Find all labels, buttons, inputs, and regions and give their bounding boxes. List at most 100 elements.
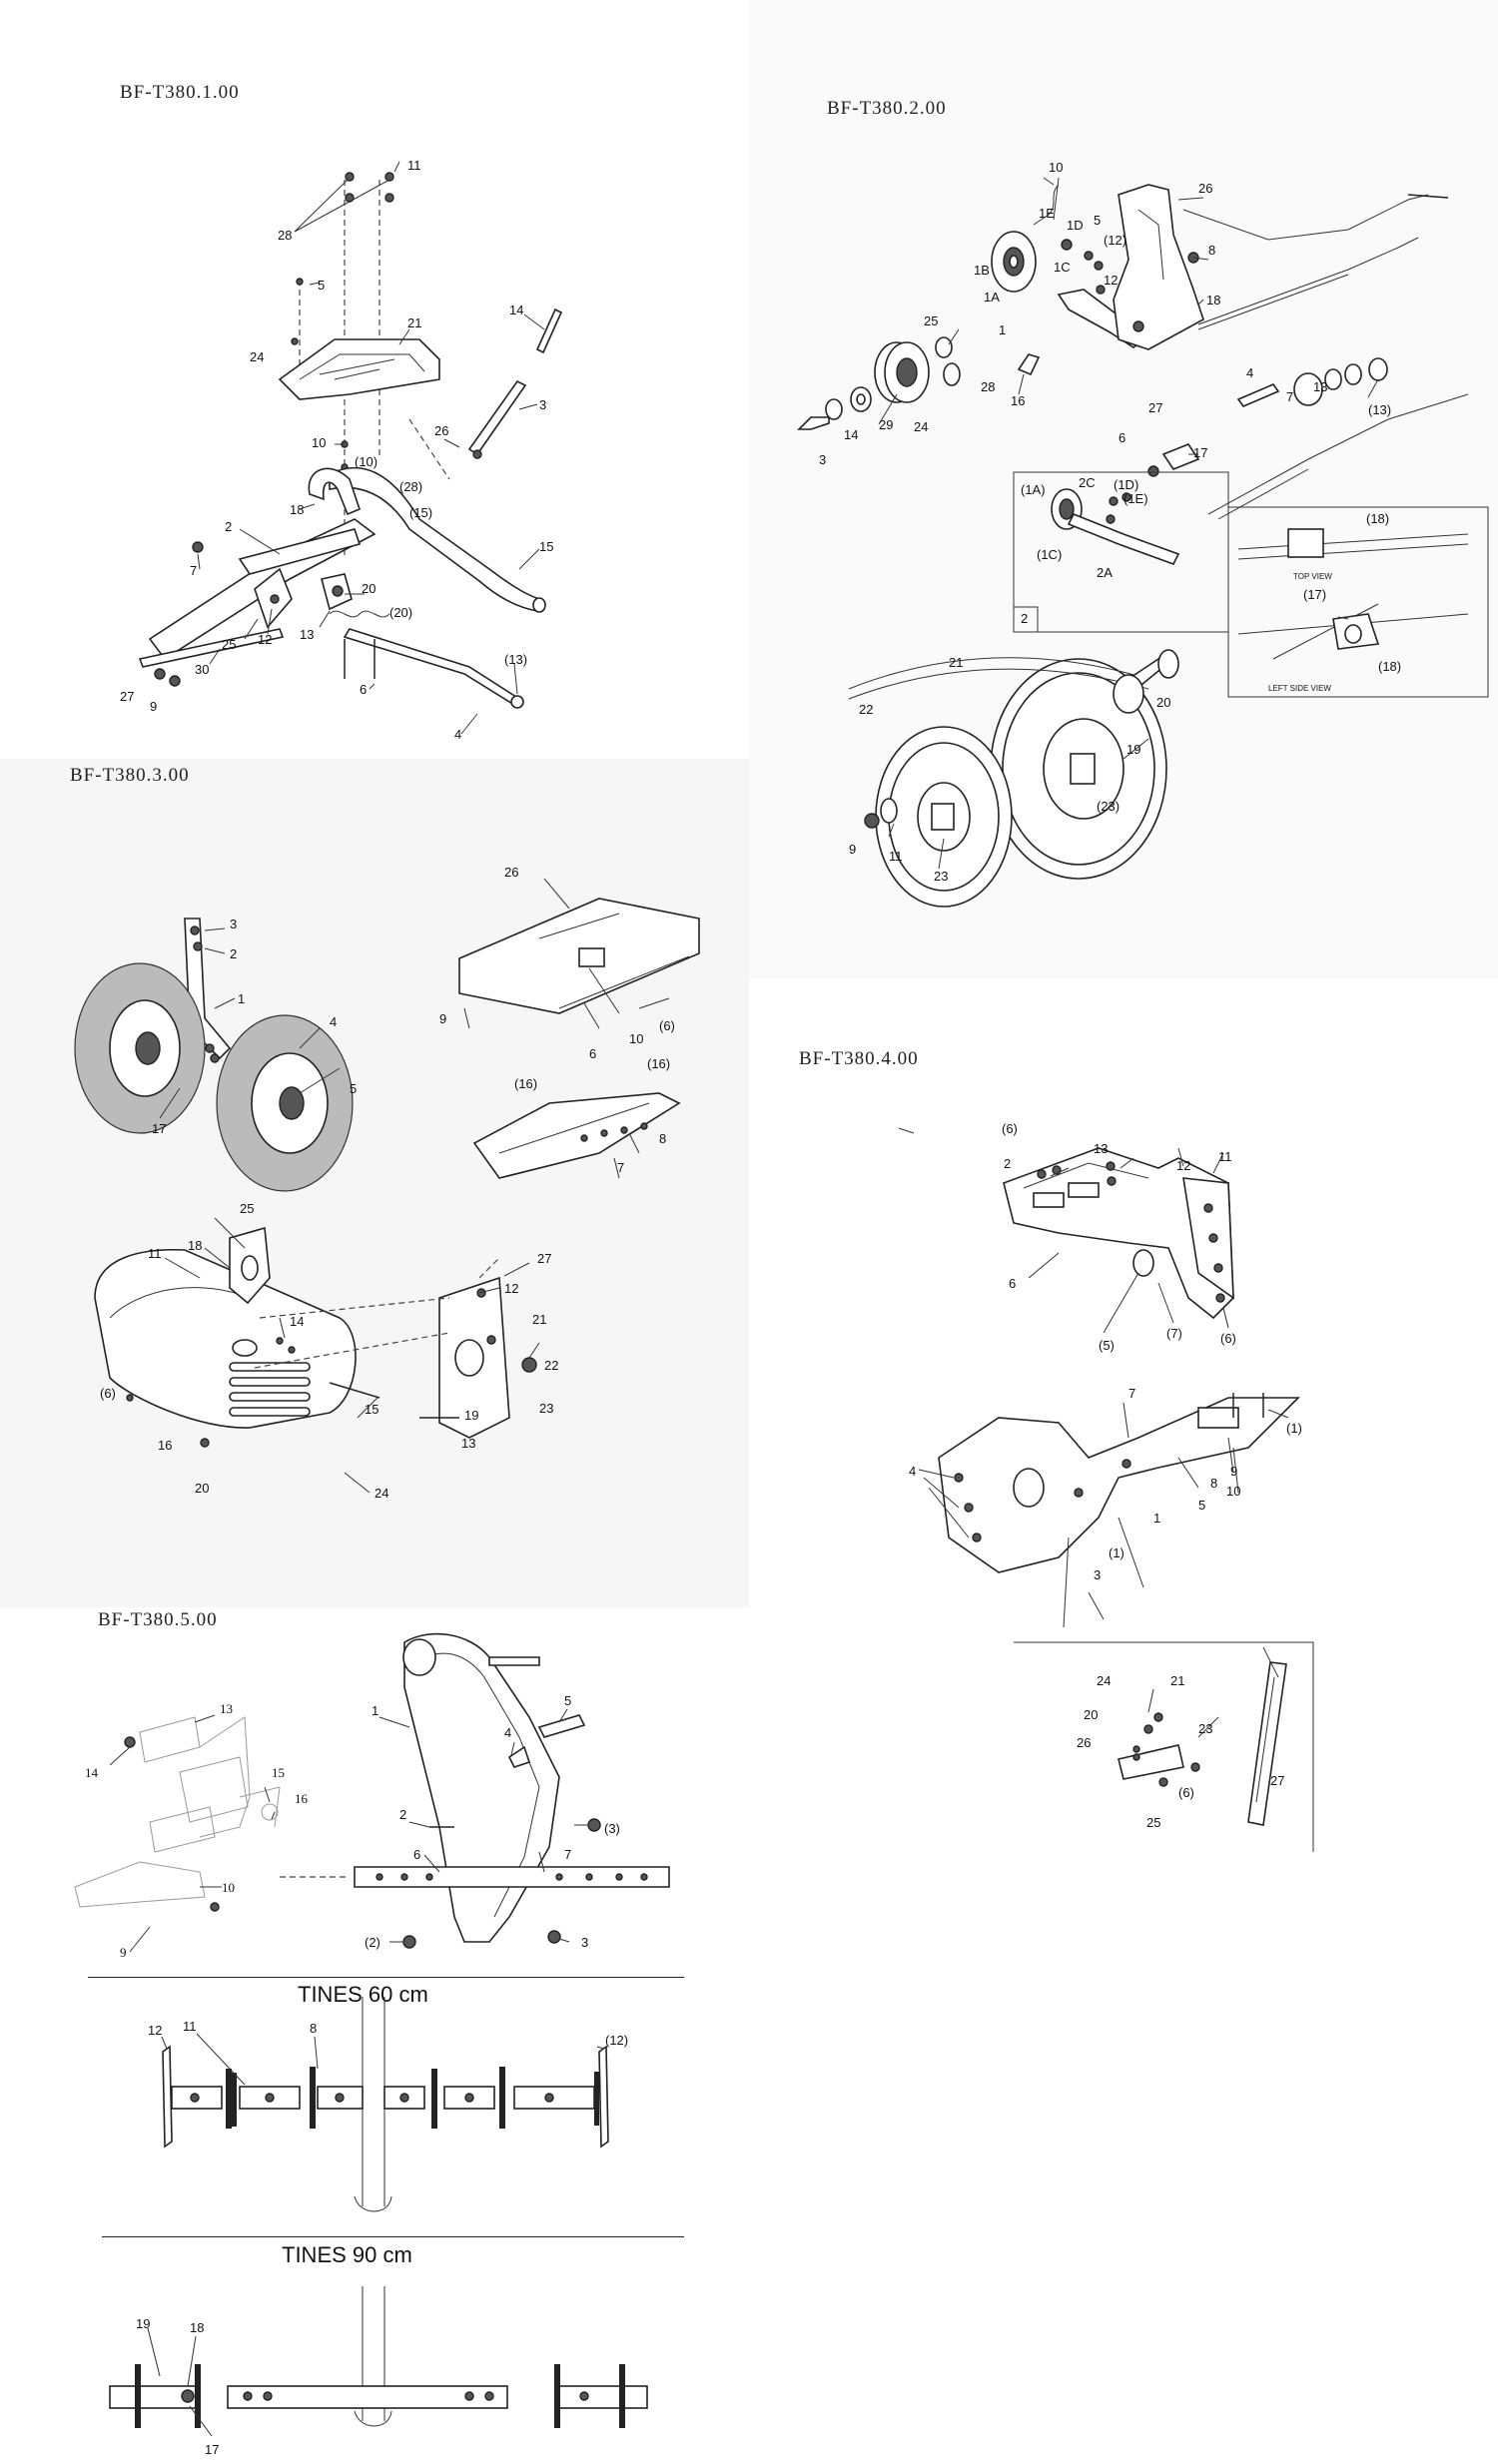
callout: (1) [1109,1545,1124,1560]
callout: (12) [1104,233,1126,248]
tines-title: TINES 90 cm [282,2242,412,2267]
callout: 3 [581,1935,588,1950]
callout: 2A [1097,565,1113,580]
panel-bf-t380-1: BF-T380.1.00 [0,0,739,759]
callout: 27 [120,689,134,704]
callout: (18) [1366,511,1389,526]
callout: 5 [1198,1498,1205,1513]
callout: 8 [659,1131,666,1146]
panel-title: BF-T380.1.00 [120,82,240,103]
callout: 18 [1206,293,1220,308]
callout: 23 [539,1401,553,1416]
callout: 9 [439,1011,446,1026]
callout: (5) [1099,1338,1115,1353]
callout: 12 [148,2023,162,2038]
callout: 14 [290,1314,304,1329]
callout: 28 [278,228,292,243]
callout: 27 [1148,400,1162,415]
callout: 24 [1097,1673,1111,1688]
callout: 10 [1226,1484,1240,1499]
callout: (17) [1303,587,1326,602]
callout: (6) [1178,1785,1194,1800]
callout: (1) [1286,1421,1302,1436]
tine-assembly-60cm: 12 11 8 (12) [88,1977,684,2212]
callout: 25 [240,1201,254,1216]
exploded-diagram-wheels-and-covers: 3 2 1 4 5 17 26 9 10 (6) 6 (16) (16) 8 7… [74,865,700,1501]
callout: 26 [504,865,518,880]
callout: 21 [949,655,963,670]
callout: 2C [1079,475,1096,490]
callout: (10) [355,454,377,469]
callout: 5 [564,1693,571,1708]
callout: 15 [272,1765,285,1780]
panel-bf-t380-4: BF-T380.4.00 [759,998,1498,1897]
callout: 23 [934,869,948,884]
panel-tines-60: TINES 60 cm 12 11 [0,1977,749,2236]
callout: (6) [1002,1121,1018,1136]
callout: 11 [148,1246,162,1261]
callout: (28) [399,479,422,494]
callout: 6 [360,682,367,697]
callout: 14 [85,1765,99,1780]
callout: 12 [258,632,272,647]
panel-bf-t380-3: BF-T380.3.00 [0,759,749,1607]
callout: 15 [539,539,553,554]
callout: 9 [849,842,856,857]
callout: 3 [819,452,826,467]
callout: 17 [205,2442,219,2457]
callout: (7) [1166,1326,1182,1341]
callout: 24 [374,1486,388,1501]
callout: (1A) [1021,482,1046,497]
callout: 1 [999,322,1006,337]
callout: 10 [312,435,326,450]
callout: 1B [974,263,990,278]
callout: 2 [399,1807,406,1822]
callout: 29 [879,417,893,432]
callout: 6 [589,1046,596,1061]
callout: (23) [1097,799,1120,814]
callout: 26 [1077,1735,1091,1750]
exploded-diagram-frame-brackets: (6) 13 2 12 11 6 (5) (7) (6) 7 (1) 4 9 8… [898,1121,1314,1852]
callout: 19 [136,2316,150,2331]
callout: (1E) [1124,491,1148,506]
exploded-diagram-tine-shaft-housing: 1 14 13 15 16 5 4 2 (3) 6 7 10 9 (2) 3 [74,1632,670,1960]
callout: 4 [1246,365,1253,380]
callout: (20) [389,605,412,620]
callout: 24 [250,349,264,364]
panel-tines-90: TINES 90 cm 19 18 17 [0,2236,749,2464]
callout: 7 [190,563,197,578]
callout: 21 [1170,1673,1184,1688]
callout: 25 [222,637,236,652]
exploded-diagram-belt-drive: 10 26 1E 1D 5 (12) 8 1B 1C 12 1A 18 1 25… [797,160,1489,908]
callout: 16 [158,1438,172,1453]
callout: (15) [409,505,432,520]
callout: 11 [407,158,421,173]
callout: 8 [1208,243,1215,258]
inset-note: LEFT SIDE VIEW [1268,684,1331,693]
callout: 7 [1128,1386,1135,1401]
callout: 11 [1218,1149,1232,1164]
callout: 25 [1146,1815,1160,1830]
callout: (13) [504,652,527,667]
callout: 9 [1230,1464,1237,1479]
callout: 14 [844,427,858,442]
callout: 19 [1126,742,1140,757]
callout: 1 [238,991,245,1006]
callout: 4 [504,1725,511,1740]
callout: 20 [1156,695,1170,710]
callout: (13) [1368,402,1391,417]
callout: 20 [362,581,375,596]
callout: 27 [537,1251,551,1266]
panel-bf-t380-5: BF-T380.5.00 [0,1597,749,1977]
callout: 5 [318,278,325,293]
callout: (12) [605,2033,628,2048]
panel-bf-t380-2: BF-T380.2.00 [749,0,1498,978]
callout: 3 [230,917,237,931]
callout: 13 [300,627,314,642]
callout: 11 [183,2019,197,2034]
callout: 6 [1119,430,1125,445]
callout: 11 [889,849,903,864]
callout: 27 [1270,1773,1284,1788]
callout: 18 [188,1238,202,1253]
callout: 13 [1094,1141,1108,1156]
